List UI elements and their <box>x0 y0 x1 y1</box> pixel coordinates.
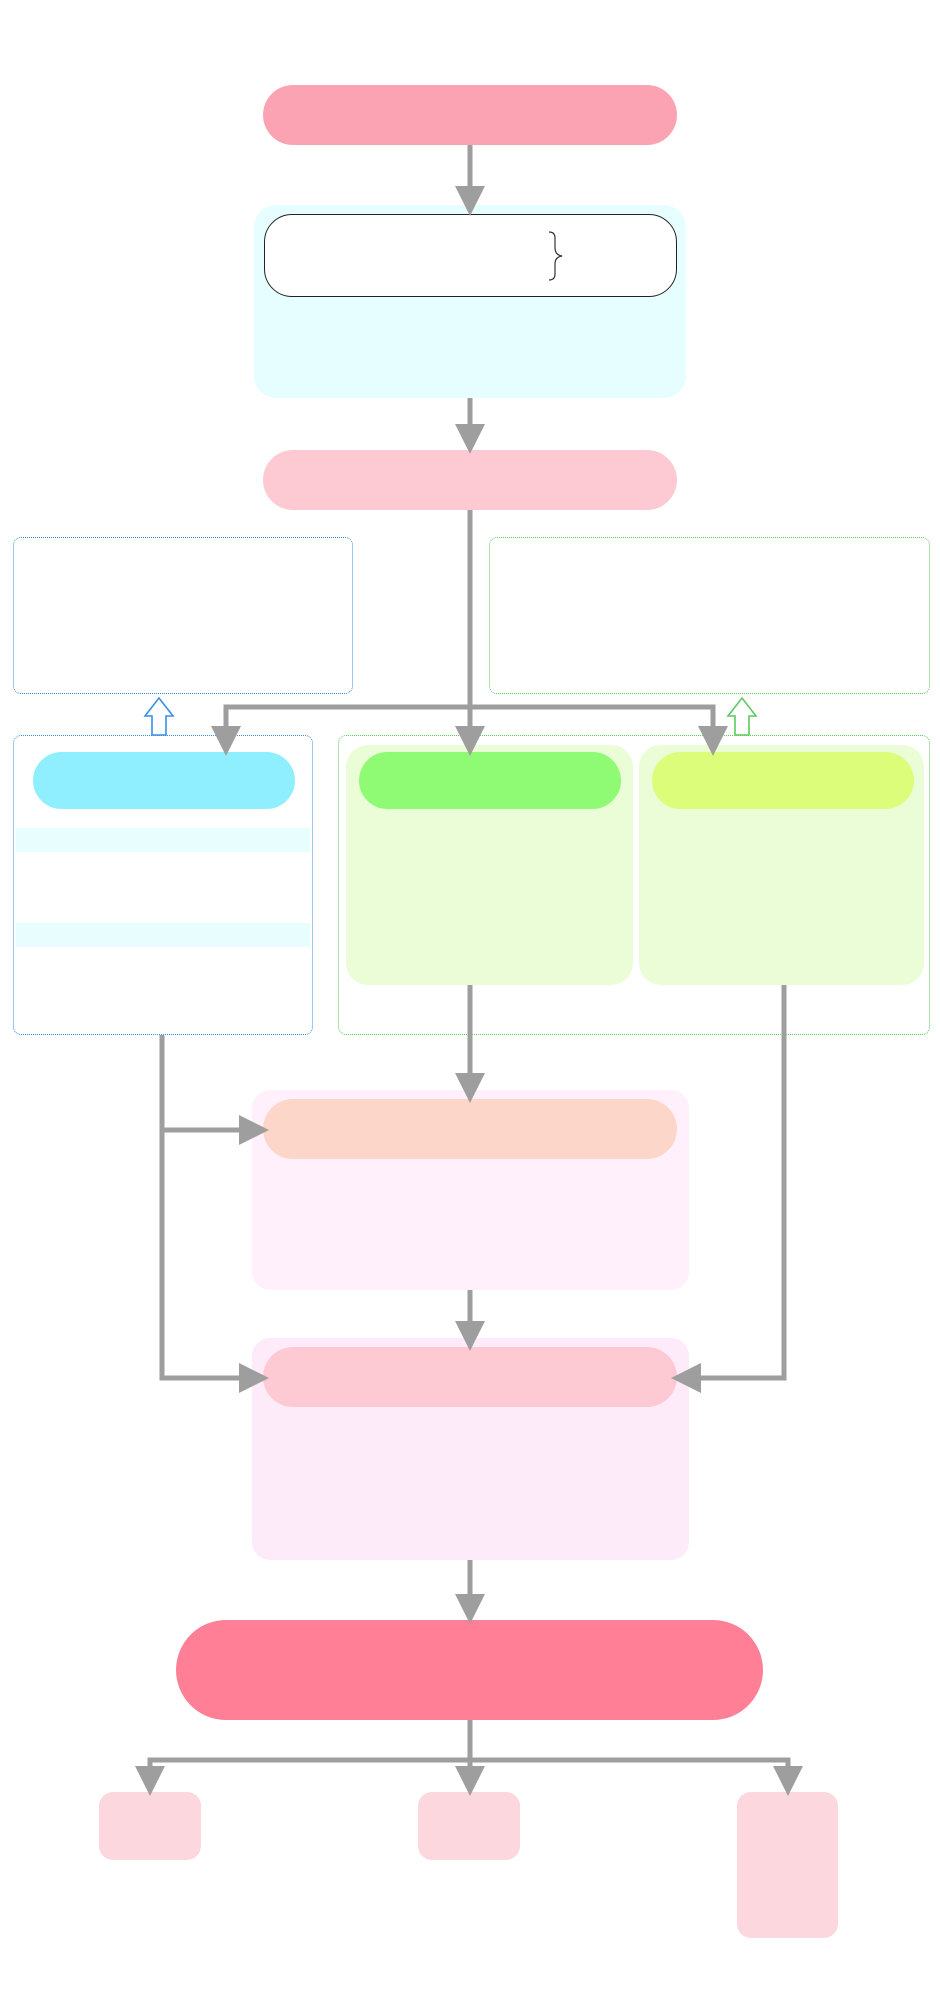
output-node-3 <box>737 1792 838 1938</box>
input-box <box>264 214 677 297</box>
right-note-box <box>489 537 930 694</box>
arrow-right-to-merge2 <box>671 985 787 1393</box>
start-node <box>263 85 677 145</box>
mid-header <box>359 752 621 809</box>
arrow-branch-right <box>470 704 728 756</box>
output-node-1 <box>99 1792 201 1860</box>
merge2-header <box>263 1347 677 1407</box>
hollow-arrow-up-green <box>726 696 758 736</box>
hollow-arrow-up-blue <box>143 696 175 736</box>
left-row-1 <box>16 828 310 852</box>
arrow-left-to-merge2 <box>159 1130 269 1393</box>
final-node <box>176 1620 763 1720</box>
left-note-box <box>13 537 353 694</box>
arrow-left-to-merge1 <box>159 1035 269 1145</box>
left-header <box>33 752 295 809</box>
right-header <box>652 752 914 809</box>
arrow-final-to-out1 <box>135 1757 470 1796</box>
brace-symbol <box>548 231 563 281</box>
right-group-box <box>338 735 930 1035</box>
arrow-final-to-out3 <box>470 1757 803 1796</box>
merge1-header <box>263 1099 677 1159</box>
stage2-node <box>263 450 677 510</box>
output-node-2 <box>418 1792 520 1860</box>
arrow-branch-left <box>211 704 470 756</box>
left-row-2 <box>16 923 310 947</box>
